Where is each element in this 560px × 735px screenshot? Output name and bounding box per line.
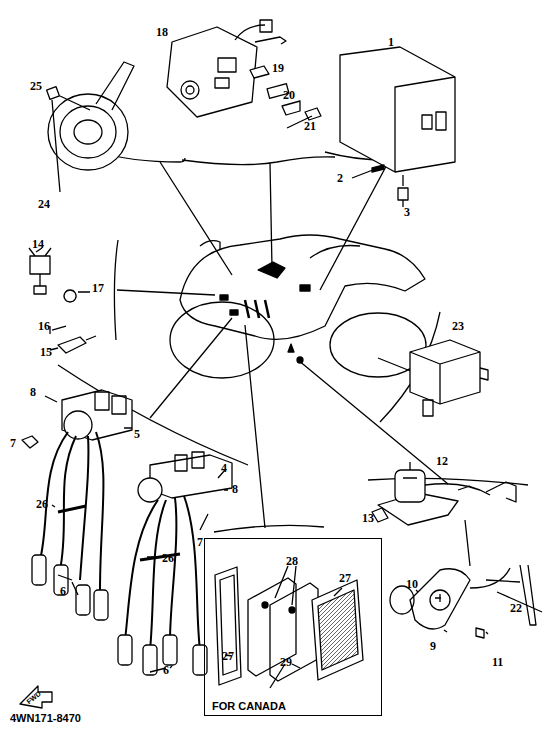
callout-number: 27	[339, 572, 351, 584]
callout-number: 2	[337, 172, 343, 184]
callout-number: 13	[362, 512, 374, 524]
group-brackets	[58, 152, 528, 532]
relay	[410, 340, 488, 416]
callout-number: 6	[60, 585, 66, 597]
callout-number: 3	[404, 206, 410, 218]
callout-number: 9	[430, 640, 436, 652]
callout-number: 24	[38, 198, 50, 210]
callout-number: 12	[436, 455, 448, 467]
reflectors	[215, 566, 363, 688]
callout-number: 7	[10, 437, 16, 449]
callout-number: 28	[286, 555, 298, 567]
inset-title: FOR CANADA	[210, 700, 288, 712]
callout-number: 17	[92, 282, 104, 294]
callout-number: 6	[163, 664, 169, 676]
callout-number: 21	[304, 120, 316, 132]
starter-relay	[372, 462, 542, 638]
forward-arrow	[20, 686, 52, 708]
callout-number: 16	[38, 320, 50, 332]
ecu-unit	[340, 47, 455, 207]
callout-number: 7	[197, 536, 203, 548]
callout-number: 25	[30, 80, 42, 92]
callout-number: 26	[162, 552, 174, 564]
callout-number: 18	[156, 26, 168, 38]
callout-number: 1	[388, 36, 394, 48]
motorcycle-outline	[170, 235, 426, 378]
callout-number: 15	[40, 346, 52, 358]
callout-number: 5	[134, 428, 140, 440]
callout-number: 8	[232, 483, 238, 495]
callout-number: 10	[406, 578, 418, 590]
callout-number: 11	[492, 656, 503, 668]
drawing-code: 4WN171-8470	[10, 712, 81, 724]
callout-number: 19	[272, 62, 284, 74]
callout-number: 4	[221, 462, 227, 474]
callout-number: 27	[222, 650, 234, 662]
ignition-coils	[22, 390, 232, 675]
callout-number: 20	[283, 89, 295, 101]
callout-number: 29	[280, 656, 292, 668]
horn	[47, 62, 134, 192]
sensor-switches	[29, 248, 96, 353]
callout-number: 23	[452, 320, 464, 332]
callout-number: 14	[32, 238, 44, 250]
relay-unit	[167, 20, 321, 128]
callout-number: 26	[36, 498, 48, 510]
callout-number: 8	[30, 386, 36, 398]
callout-number: 22	[510, 602, 522, 614]
